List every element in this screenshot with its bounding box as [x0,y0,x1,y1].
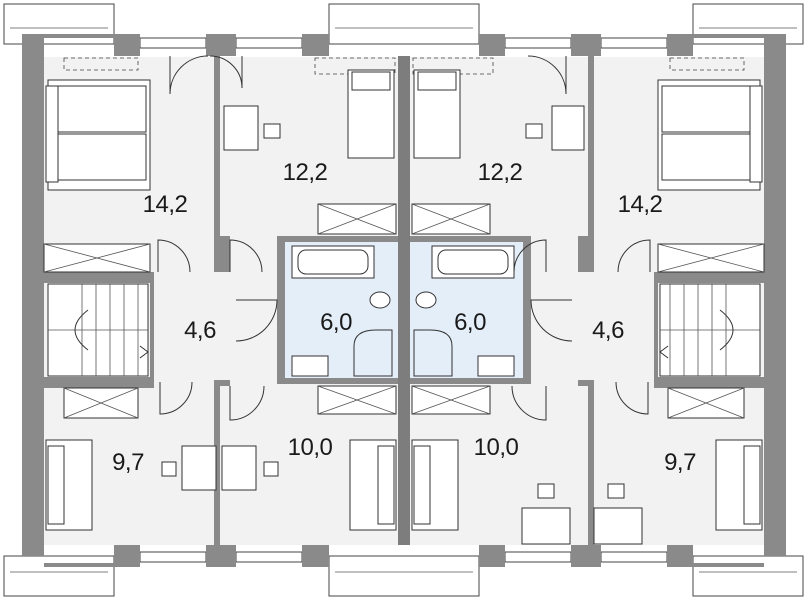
area-room-bottom-left-center: 10,0 [288,434,333,461]
area-bedroom-top-right: 14,2 [618,191,663,218]
bottom-windows [3,551,804,597]
stairs-left [47,283,149,377]
single-beds [45,69,763,531]
interior-walls [44,56,764,545]
double-bed-left [45,79,151,191]
area-room-top-right-center: 12,2 [478,159,523,186]
bathroom-fixtures [291,245,515,377]
stairs-right [659,283,761,377]
area-bath-left: 6,0 [320,309,352,336]
area-room-top-left-center: 12,2 [283,159,328,186]
double-bed-right [657,79,763,191]
top-windows [3,3,804,49]
area-hall-left: 4,6 [184,317,216,344]
area-hall-right: 4,6 [592,317,624,344]
exterior-walls [22,34,786,567]
area-room-bottom-right-center: 10,0 [474,434,519,461]
room-labels: 14,2 12,2 12,2 14,2 6,0 6,0 4,6 4,6 9,7 … [112,159,697,476]
area-bath-right: 6,0 [454,309,486,336]
area-room-bottom-left: 9,7 [112,449,144,476]
area-bedroom-top-left: 14,2 [143,191,188,218]
area-room-bottom-right: 9,7 [664,449,696,476]
desks [161,105,643,545]
wardrobes [43,203,765,419]
door-swings [157,55,651,421]
